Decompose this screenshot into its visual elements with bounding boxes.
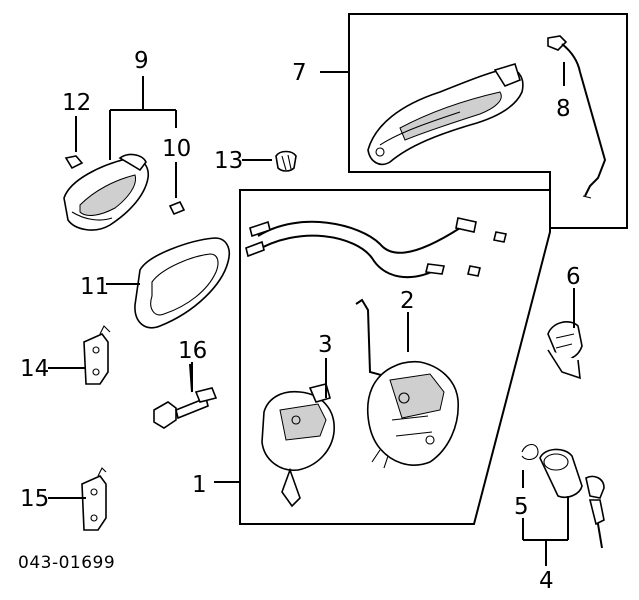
handle-bezel-icon: [134, 237, 231, 329]
callout-16: 16: [178, 338, 207, 364]
callout-5: 5: [514, 494, 529, 520]
rod-clip-icon: [547, 321, 583, 380]
lock-actuator-icon: [261, 383, 335, 508]
pin-icon: [168, 200, 186, 216]
rod-icon: [547, 35, 607, 199]
callout-10: 10: [162, 136, 191, 162]
callout-14: 14: [20, 356, 49, 382]
outside-door-handle-icon: [367, 63, 524, 166]
part-code: 043-01699: [18, 553, 115, 573]
callout-12: 12: [62, 90, 91, 116]
door-check-icon: [153, 363, 218, 429]
callout-8: 8: [556, 96, 571, 122]
callout-1: 1: [192, 472, 207, 498]
inside-door-handle-icon: [63, 153, 150, 231]
callout-11: 11: [80, 274, 109, 300]
hinge-plate-icon: [81, 467, 107, 531]
grommet-icon: [275, 150, 297, 172]
callout-7: 7: [292, 60, 307, 86]
callout-13: 13: [214, 148, 243, 174]
cable-icon: [245, 217, 507, 279]
callout-15: 15: [20, 486, 49, 512]
bracket-icon: [83, 325, 111, 385]
callout-2: 2: [400, 288, 415, 314]
key-cylinder-icon: [521, 443, 605, 549]
callout-9: 9: [134, 48, 149, 74]
clip-icon: [64, 155, 84, 170]
leader-lines: [48, 62, 575, 566]
callout-6: 6: [566, 264, 581, 290]
latch-assembly-icon: [355, 298, 459, 469]
group-1-outline: [239, 189, 551, 525]
callout-4: 4: [539, 568, 554, 594]
callout-3: 3: [318, 332, 333, 358]
